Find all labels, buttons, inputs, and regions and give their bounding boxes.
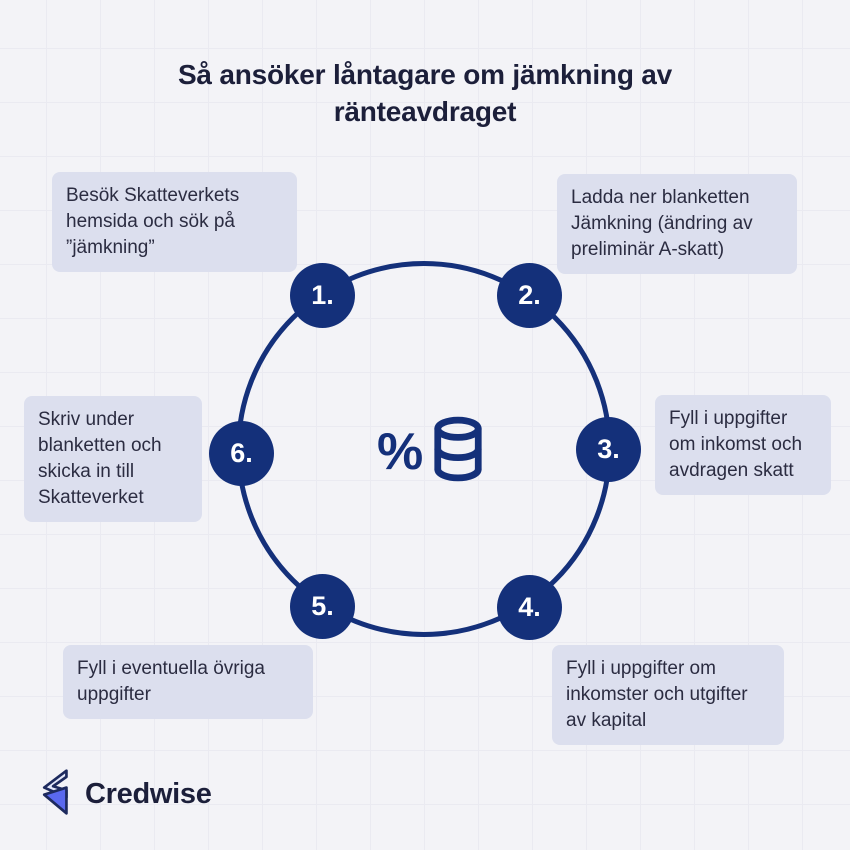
step-4-marker: 4. xyxy=(497,575,562,640)
step-6-marker: 6. xyxy=(209,421,274,486)
credwise-logo-text: Credwise xyxy=(85,778,212,810)
step-3-marker: 3. xyxy=(576,417,641,482)
step-4-textbox: Fyll i uppgifter om inkomster och utgift… xyxy=(552,645,784,746)
step-2-marker: 2. xyxy=(497,263,562,328)
center-icon-group: % xyxy=(377,416,485,487)
step-6-textbox: Skriv under blanketten och skicka in til… xyxy=(24,396,202,523)
step-5-marker: 5. xyxy=(290,574,355,639)
step-1-marker: 1. xyxy=(290,263,355,328)
step-5-number: 5. xyxy=(311,591,334,621)
step-1-textbox: Besök Skatteverkets hemsida och sök på ”… xyxy=(52,172,297,273)
step-3-textbox: Fyll i uppgifter om inkomst och avdragen… xyxy=(655,395,831,496)
percent-icon: % xyxy=(377,422,424,481)
step-1-number: 1. xyxy=(311,280,334,310)
step-5-textbox: Fyll i eventuella övriga uppgifter xyxy=(63,645,313,720)
step-2-textbox: Ladda ner blanketten Jämkning (ändring a… xyxy=(557,174,797,275)
database-icon xyxy=(431,416,485,487)
credwise-logo-icon xyxy=(38,766,70,823)
credwise-logo: Credwise xyxy=(38,766,212,823)
step-3-number: 3. xyxy=(597,434,620,464)
page-title: Så ansöker låntagare om jämkning av ränt… xyxy=(177,59,673,127)
step-6-number: 6. xyxy=(230,438,253,468)
step-2-number: 2. xyxy=(518,280,541,310)
step-4-number: 4. xyxy=(518,592,541,622)
